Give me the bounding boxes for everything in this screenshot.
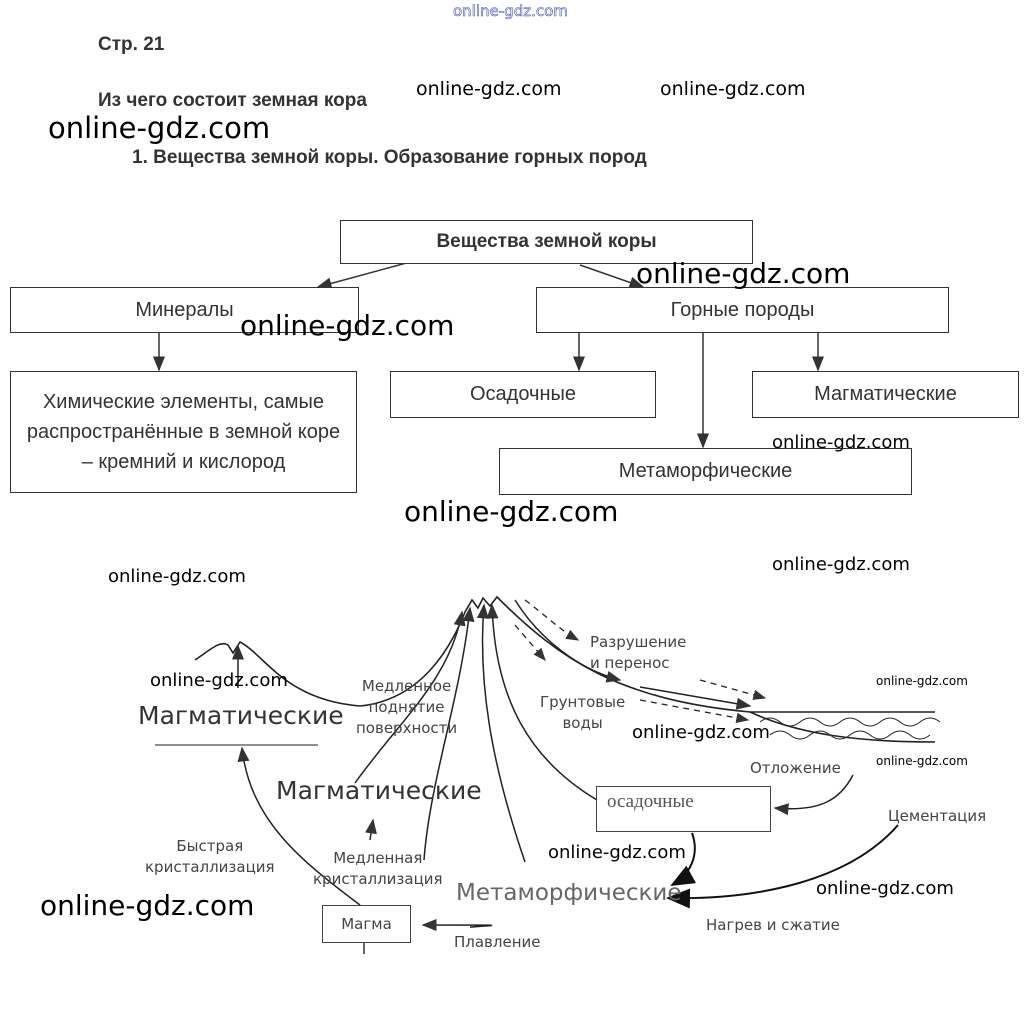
- section-title: Из чего состоит земная кора: [98, 90, 367, 111]
- watermark: online-gdz.com: [632, 722, 770, 743]
- task-title: 1. Вещества земной коры. Образование гор…: [132, 147, 647, 168]
- box-metamorphic: Метаморфические: [499, 448, 912, 495]
- watermark: online-gdz.com: [816, 878, 954, 899]
- label-metamorphic-cycle: Метаморфические: [456, 880, 682, 906]
- label-cementation: Цементация: [888, 807, 987, 825]
- label-magmatic-mid: Магматические: [276, 776, 482, 805]
- label-destruction: Разрушение и перенос: [590, 633, 687, 672]
- label-magmatic-top: Магматические: [138, 701, 344, 730]
- top-watermark: online-gdz.com: [453, 2, 568, 21]
- box-minerals: Минералы: [10, 287, 359, 333]
- watermark: online-gdz.com: [876, 674, 968, 688]
- watermark: online-gdz.com: [548, 842, 686, 863]
- label-slow-crystallization: Медленная кристаллизация: [313, 849, 443, 888]
- box-rocks: Горные породы: [536, 287, 949, 333]
- watermark: online-gdz.com: [876, 754, 968, 768]
- watermark: online-gdz.com: [636, 257, 851, 290]
- label-deposition: Отложение: [750, 759, 841, 777]
- box-magma: Магма: [322, 905, 411, 943]
- label-heat-pressure: Нагрев и сжатие: [706, 916, 840, 934]
- label-melting: Плавление: [454, 933, 541, 951]
- watermark: online-gdz.com: [772, 432, 910, 453]
- watermark: online-gdz.com: [772, 554, 910, 575]
- watermark: online-gdz.com: [240, 309, 455, 342]
- page-label: Стр. 21: [98, 34, 165, 55]
- watermark: online-gdz.com: [416, 78, 562, 100]
- watermark: online-gdz.com: [48, 111, 271, 145]
- label-fast-crystallization: Быстрая кристаллизация: [145, 837, 275, 876]
- label-slow-uplift: Медленное поднятие поверхности: [356, 677, 458, 737]
- box-magmatic: Магматические: [752, 371, 1019, 418]
- watermark: online-gdz.com: [660, 78, 806, 100]
- box-cycle-sedimentary: осадочные: [596, 786, 771, 832]
- watermark: online-gdz.com: [150, 670, 288, 691]
- box-minerals-desc: Химические элементы, самые распространён…: [10, 371, 357, 493]
- watermark: online-gdz.com: [108, 566, 246, 587]
- box-sedimentary: Осадочные: [390, 371, 656, 418]
- watermark: online-gdz.com: [40, 889, 255, 922]
- box-root: Вещества земной коры: [340, 220, 753, 264]
- watermark: online-gdz.com: [404, 495, 619, 528]
- label-groundwater: Грунтовые воды: [540, 693, 626, 732]
